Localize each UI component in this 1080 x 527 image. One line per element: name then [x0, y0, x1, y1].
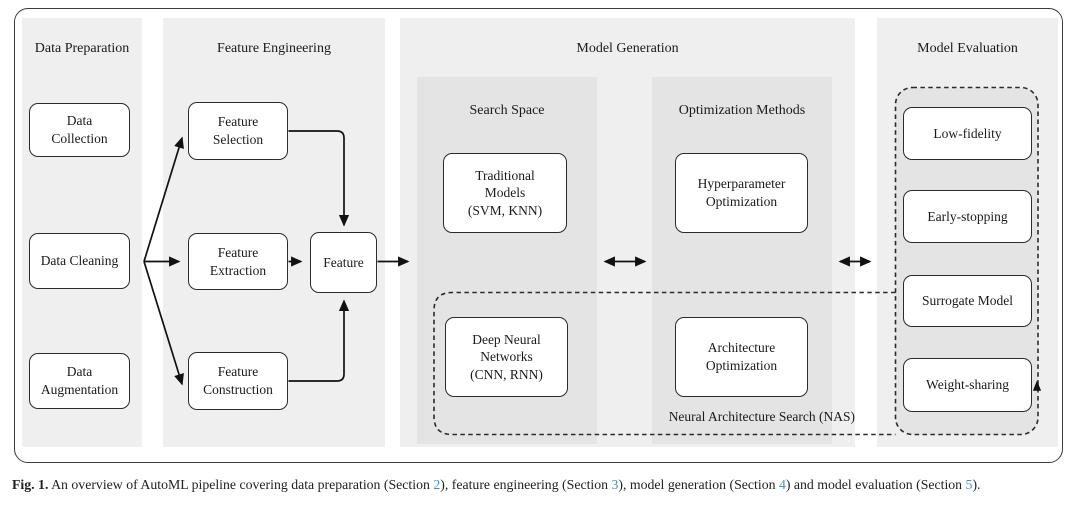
caption-text: ).: [972, 477, 981, 492]
box-early-stopping: Early-stopping: [903, 190, 1032, 243]
caption-fig-label: Fig. 1.: [12, 477, 49, 492]
box-feature: Feature: [310, 232, 377, 293]
caption-section-link-4[interactable]: 4: [778, 477, 786, 492]
box-deep-neural-networks: Deep Neural Networks (CNN, RNN): [445, 317, 568, 397]
subpanel-title-optimization-methods: Optimization Methods: [678, 103, 806, 118]
box-traditional-models: Traditional Models (SVM, KNN): [443, 153, 567, 233]
caption-text: ) and model evaluation (Section: [785, 477, 966, 492]
subpanel-title-search-space: Search Space: [469, 103, 545, 118]
box-low-fidelity: Low-fidelity: [903, 107, 1032, 160]
panel-title-data-preparation: Data Preparation: [34, 41, 130, 56]
figure-border: [14, 8, 1063, 463]
box-weight-sharing: Weight-sharing: [903, 358, 1032, 412]
panel-title-feature-engineering: Feature Engineering: [217, 41, 331, 56]
panel-title-model-evaluation: Model Evaluation: [917, 41, 1018, 56]
box-feature-construction: Feature Construction: [188, 352, 288, 410]
caption-text: ), feature engineering (Section: [440, 477, 612, 492]
caption-text: ), model generation (Section: [618, 477, 779, 492]
nas-region-label: Neural Architecture Search (NAS): [668, 409, 855, 424]
caption-section-link-5[interactable]: 5: [965, 477, 973, 492]
panel-title-model-generation: Model Generation: [576, 41, 679, 56]
box-feature-extraction: Feature Extraction: [188, 233, 288, 290]
box-data-collection: Data Collection: [29, 103, 130, 157]
box-hyperparameter-optimization: Hyperparameter Optimization: [675, 153, 808, 233]
box-architecture-optimization: Architecture Optimization: [675, 317, 808, 397]
box-data-augmentation: Data Augmentation: [29, 353, 130, 409]
box-data-cleaning: Data Cleaning: [29, 233, 130, 289]
caption-text: An overview of AutoML pipeline covering …: [48, 477, 434, 492]
box-surrogate-model: Surrogate Model: [903, 275, 1032, 327]
caption-section-link-2[interactable]: 2: [433, 477, 441, 492]
figure-caption: Fig. 1. An overview of AutoML pipeline c…: [12, 475, 1069, 495]
box-feature-selection: Feature Selection: [188, 102, 288, 160]
caption-section-link-3[interactable]: 3: [611, 477, 619, 492]
